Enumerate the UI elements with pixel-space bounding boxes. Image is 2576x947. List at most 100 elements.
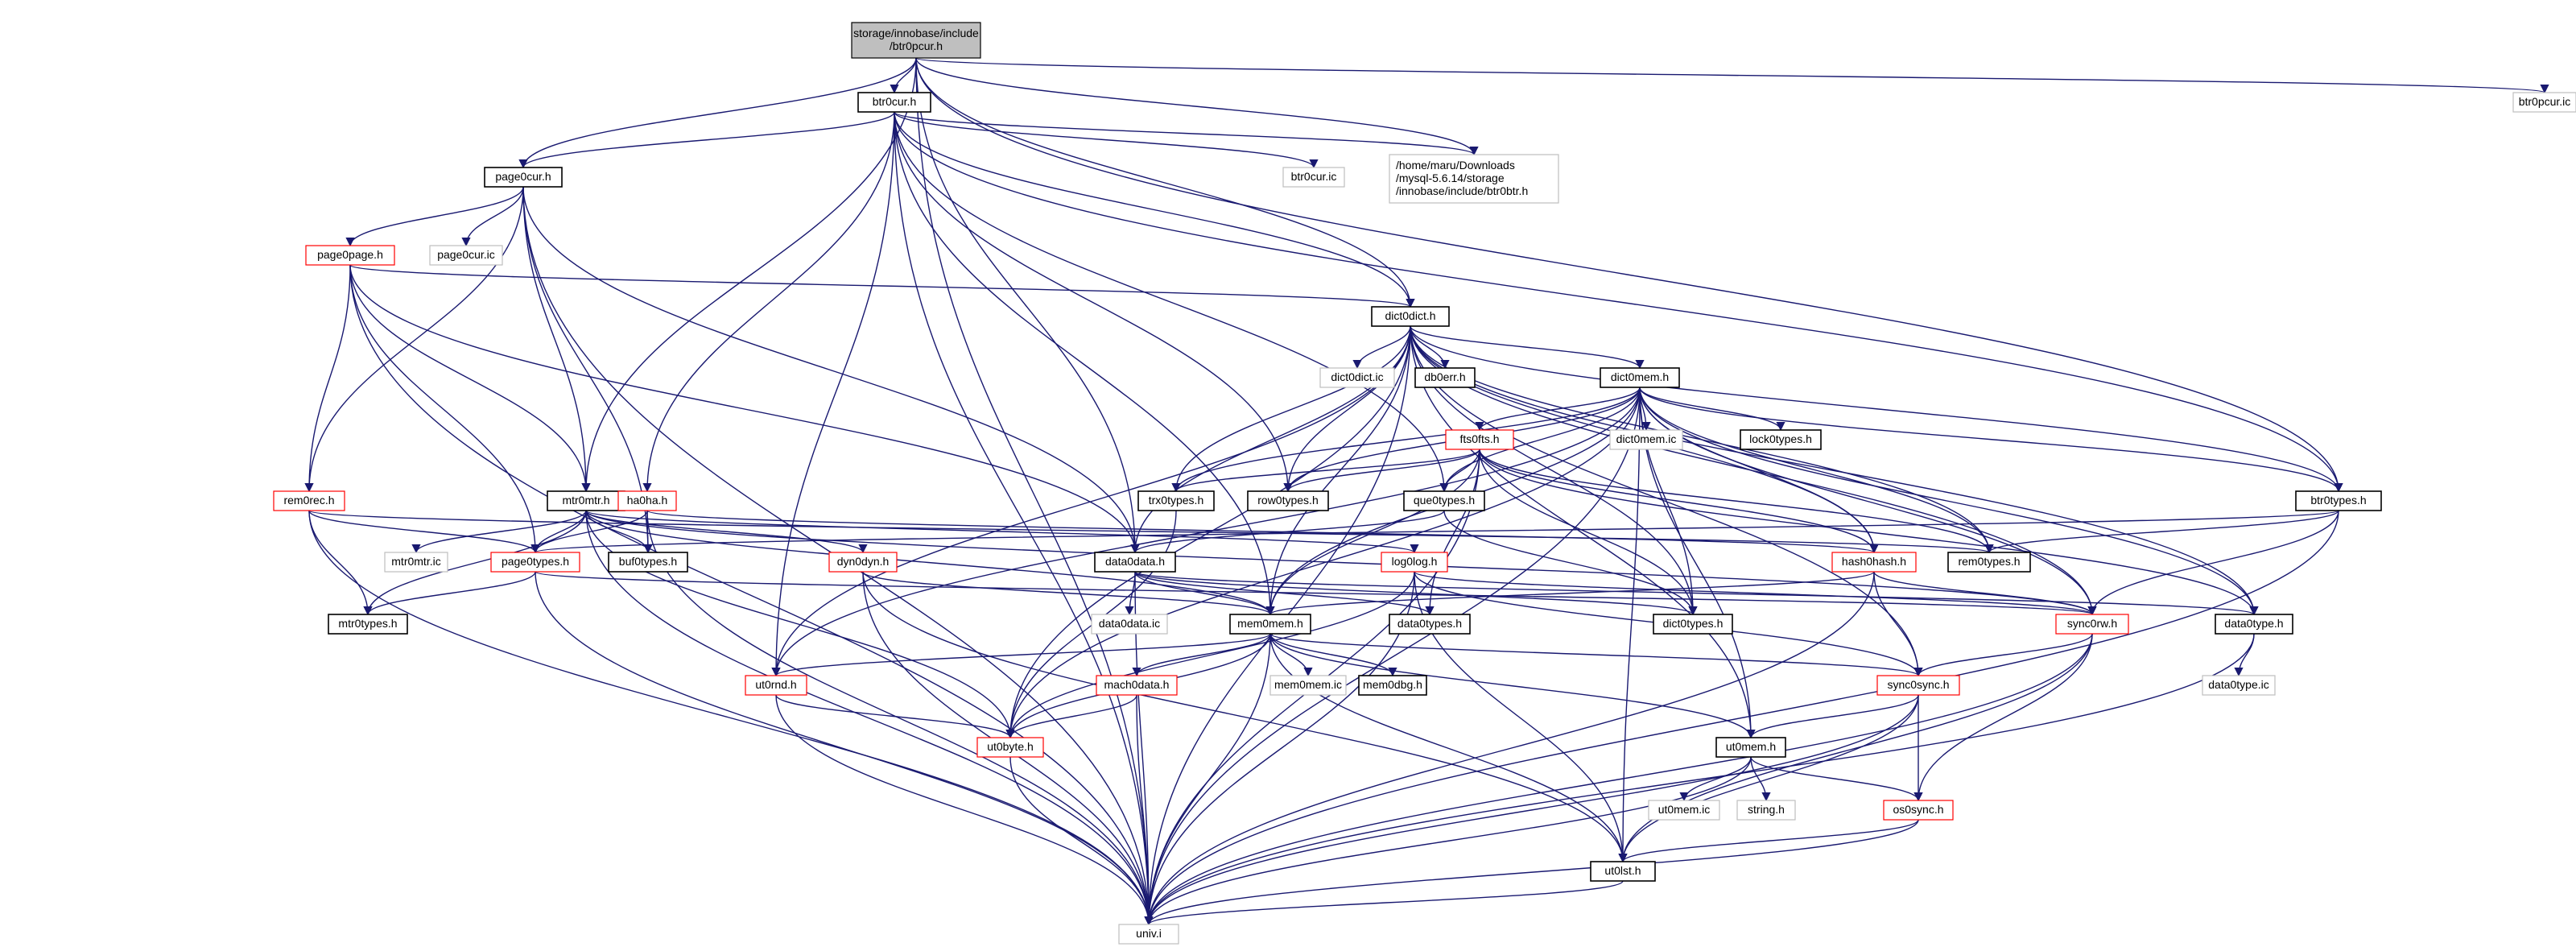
node-label: storage/innobase/include — [853, 27, 979, 39]
dependency-edge — [1618, 819, 1919, 863]
dependency-edge — [522, 186, 653, 554]
node-box — [484, 167, 563, 188]
dependency-edge — [1144, 633, 1271, 926]
node-box — [1445, 429, 1514, 450]
node-box — [384, 552, 448, 573]
node-box — [2295, 490, 2382, 511]
node-label: /btr0pcur.h — [890, 39, 943, 52]
node-label: btr0pcur.ic — [2519, 95, 2571, 108]
file-node-dict0mem-h[interactable]: dict0mem.h — [1600, 367, 1680, 388]
file-node-os0sync-h[interactable]: os0sync.h — [1883, 800, 1954, 821]
dependency-edge — [1479, 449, 2259, 616]
dependency-edge — [1639, 387, 2259, 616]
file-node-sync0sync-h[interactable]: sync0sync.h — [1876, 675, 1960, 696]
dependency-edge — [1913, 633, 2093, 677]
dependency-edge — [308, 510, 373, 616]
file-node-sync0rw-h[interactable]: sync0rw.h — [2055, 614, 2129, 635]
file-node-ut0rnd-h[interactable]: ut0rnd.h — [745, 675, 807, 696]
dependency-edge — [775, 694, 1015, 739]
dependency-edge — [1475, 387, 1641, 432]
file-node-rem0types-h[interactable]: rem0types.h — [1947, 552, 2031, 573]
dependency-edge — [345, 186, 524, 247]
dependency-edge — [308, 510, 540, 554]
dependency-edge — [2234, 633, 2255, 677]
dependency-edge — [1443, 510, 1698, 616]
node-box — [1371, 306, 1450, 327]
node-box — [1600, 367, 1680, 388]
dependency-edge — [304, 264, 351, 493]
dependency-edge — [1283, 449, 1480, 493]
file-node-mem0dbg-h[interactable]: mem0dbg.h — [1358, 675, 1427, 696]
dependency-edge — [1618, 694, 1919, 863]
file-node-mtr0types-h[interactable]: mtr0types.h — [328, 614, 408, 635]
node-box — [1876, 675, 1960, 696]
file-node-data0data-ic: data0data.ic — [1091, 614, 1168, 635]
file-node-root[interactable]: storage/innobase/include/btr0pcur.h — [851, 22, 981, 59]
dependency-edge — [915, 57, 1415, 308]
file-node-ut0byte-h[interactable]: ut0byte.h — [976, 737, 1044, 758]
file-node-ut0mem-h[interactable]: ut0mem.h — [1715, 737, 1786, 758]
dependency-edge — [535, 571, 1154, 926]
dependency-edge — [585, 510, 1154, 926]
file-node-btr0cur-ic: btr0cur.ic — [1282, 167, 1345, 188]
file-node-data0type-h[interactable]: data0type.h — [2215, 614, 2293, 635]
file-node-row0types-h[interactable]: row0types.h — [1247, 490, 1329, 511]
dependency-edge — [775, 694, 1154, 926]
file-node-btr0btr-full: /home/maru/Downloads/mysql-5.6.14/storag… — [1389, 154, 1559, 204]
node-label: /mysql-5.6.14/storage — [1396, 172, 1505, 184]
node-label: ut0lst.h — [1604, 864, 1641, 877]
file-node-dict0types-h[interactable]: dict0types.h — [1653, 614, 1733, 635]
file-node-mtr0mtr-h[interactable]: mtr0mtr.h — [547, 490, 625, 511]
dependency-edge — [461, 186, 524, 247]
dependency-edge — [518, 57, 917, 169]
dependency-edge — [585, 510, 1015, 739]
dependency-edge — [915, 57, 2343, 493]
file-node-mach0data-h[interactable]: mach0data.h — [1096, 675, 1178, 696]
file-node-btr0cur-h[interactable]: btr0cur.h — [857, 92, 931, 113]
dependency-edge — [1269, 633, 1923, 677]
file-node-data0type-ic: data0type.ic — [2202, 675, 2276, 696]
file-node-rem0rec-h[interactable]: rem0rec.h — [273, 490, 345, 511]
file-node-btr0pcur-ic: btr0pcur.ic — [2512, 92, 2576, 113]
dependency-edge — [1750, 756, 1923, 802]
node-label: mem0mem.h — [1237, 617, 1303, 630]
dependency-edge — [1265, 325, 1411, 616]
file-node-page0page-h[interactable]: page0page.h — [305, 245, 395, 266]
dependency-edge — [1171, 449, 1480, 493]
file-node-mem0mem-h[interactable]: mem0mem.h — [1229, 614, 1311, 635]
file-node-ut0lst-h[interactable]: ut0lst.h — [1590, 861, 1656, 882]
file-node-lock0types-h[interactable]: lock0types.h — [1740, 429, 1822, 450]
node-box — [1282, 167, 1345, 188]
dependency-edge — [349, 264, 591, 493]
file-node-data0data-h[interactable]: data0data.h — [1094, 552, 1176, 573]
node-label: mtr0mtr.h — [562, 494, 609, 507]
node-label: btr0types.h — [2310, 494, 2366, 507]
dependency-edge — [1479, 449, 1994, 554]
file-node-log0log-h[interactable]: log0log.h — [1381, 552, 1448, 573]
dependency-edge — [535, 571, 2096, 616]
file-node-hash0hash-h[interactable]: hash0hash.h — [1831, 552, 1917, 573]
file-node-buf0types-h[interactable]: buf0types.h — [608, 552, 688, 573]
dependency-edge — [585, 510, 868, 554]
file-node-dict0dict-h[interactable]: dict0dict.h — [1371, 306, 1450, 327]
file-node-data0types-h[interactable]: data0types.h — [1389, 614, 1471, 635]
file-node-trx0types-h[interactable]: trx0types.h — [1137, 490, 1215, 511]
file-node-btr0types-h[interactable]: btr0types.h — [2295, 490, 2382, 511]
file-node-ha0ha-h[interactable]: ha0ha.h — [617, 490, 677, 511]
node-box — [1096, 675, 1178, 696]
file-node-que0types-h[interactable]: que0types.h — [1403, 490, 1485, 511]
node-label: ut0rnd.h — [755, 678, 796, 691]
file-node-page0types-h[interactable]: page0types.h — [490, 552, 580, 573]
dependency-edge — [915, 57, 1479, 156]
file-node-page0cur-h[interactable]: page0cur.h — [484, 167, 563, 188]
file-node-db0err-h[interactable]: db0err.h — [1414, 367, 1476, 388]
dependency-edge — [1750, 756, 1771, 802]
file-node-fts0fts-h[interactable]: fts0fts.h — [1445, 429, 1514, 450]
dependency-edge — [1269, 633, 1756, 739]
file-node-dyn0dyn-h[interactable]: dyn0dyn.h — [828, 552, 898, 573]
node-label: page0types.h — [502, 555, 569, 568]
node-label: ut0byte.h — [987, 740, 1034, 753]
node-box — [1381, 552, 1448, 573]
dependency-edge — [771, 633, 1271, 677]
